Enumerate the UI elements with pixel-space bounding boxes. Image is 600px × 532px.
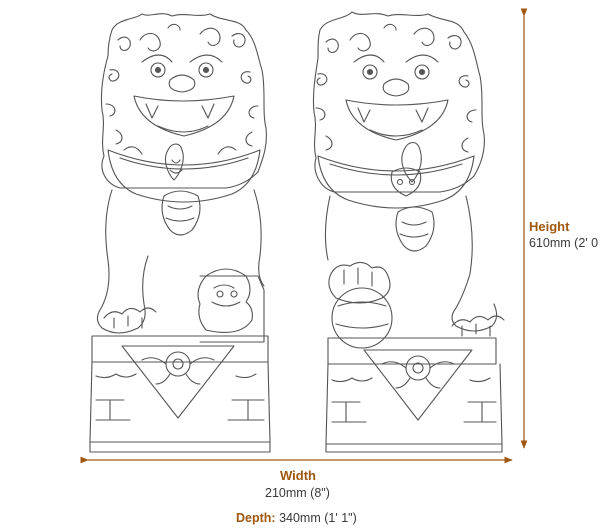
depth-value: 340mm (1' 1") xyxy=(279,511,357,525)
width-value: 210mm (8") xyxy=(265,486,330,500)
depth-line: Depth: 340mm (1' 1") xyxy=(236,511,357,525)
height-value: 610mm (2' 0 xyxy=(529,236,599,250)
width-label: Width xyxy=(280,468,316,483)
foo-dog-statue-left xyxy=(89,13,271,453)
height-label: Height xyxy=(529,219,570,234)
depth-label: Depth: xyxy=(236,511,276,525)
foo-dog-statue-right xyxy=(312,11,505,453)
